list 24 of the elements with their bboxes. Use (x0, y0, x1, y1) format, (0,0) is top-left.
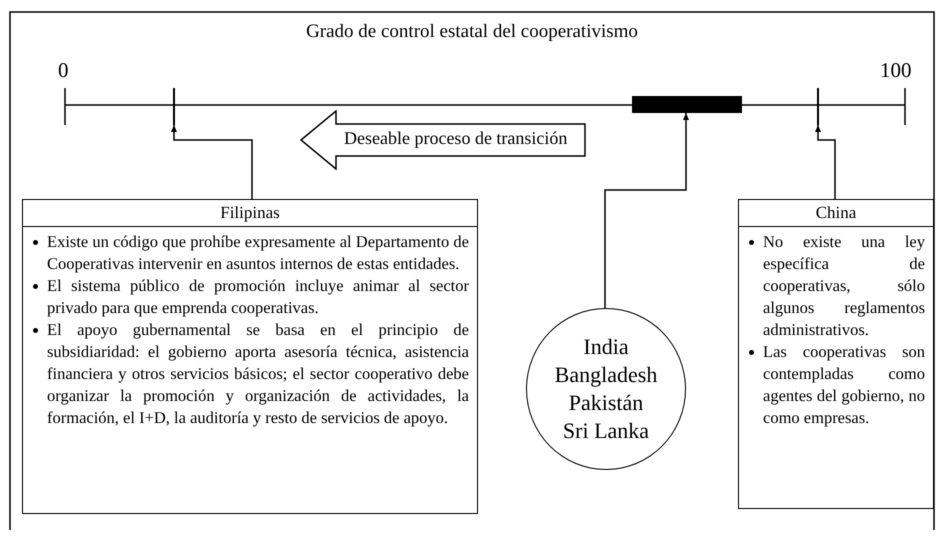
info-box (22, 199, 478, 514)
bullet-text: El apoyo gubernamental se basa en el principio de subsidiaridad: el gobierno aporta asesoría técnica, asistencia financiera y otros servicios básicos; el sector cooperativo debe organizar la promoción y organización de actividades, la formación, el I+D, la auditoría y resto de servicios de apoyo. (47, 319, 469, 429)
scale-tick (173, 88, 175, 125)
bullet-text: No existe una ley específica de cooperativas, sólo algunos reglamentos administrativos. (763, 231, 925, 341)
country-name: Bangladesh (554, 361, 658, 389)
range-bar (632, 96, 742, 113)
leader-arrow (171, 125, 253, 199)
bullet-text: Existe un código que prohíbe expresamente al Departamento de Cooperativas intervenir en asuntos internos de estas entidades. (47, 231, 469, 275)
country-name: India (583, 333, 629, 361)
scale-tick (817, 88, 819, 125)
scale-label: 0 (58, 58, 68, 83)
leader-arrow (604, 113, 689, 308)
diagram-title: Grado de control estatal del cooperativismo (305, 21, 639, 43)
scale-label: 100 (880, 58, 912, 83)
bullet-text: Las cooperativas son contempladas como agentes del gobierno, no como empresas. (763, 341, 925, 429)
box-heading: China (739, 200, 933, 227)
country-name: Pakistán (568, 389, 644, 417)
bullet-text: El sistema público de promoción incluye animar al sector privado para que emprenda cooperativas. (47, 275, 469, 319)
block-arrow (300, 110, 586, 170)
arrow-label: Deseable proceso de transición (344, 128, 568, 149)
box-heading: Filipinas (23, 200, 477, 227)
country-name: Sri Lanka (562, 417, 650, 445)
info-box (738, 199, 934, 509)
leader-arrow (815, 125, 836, 199)
